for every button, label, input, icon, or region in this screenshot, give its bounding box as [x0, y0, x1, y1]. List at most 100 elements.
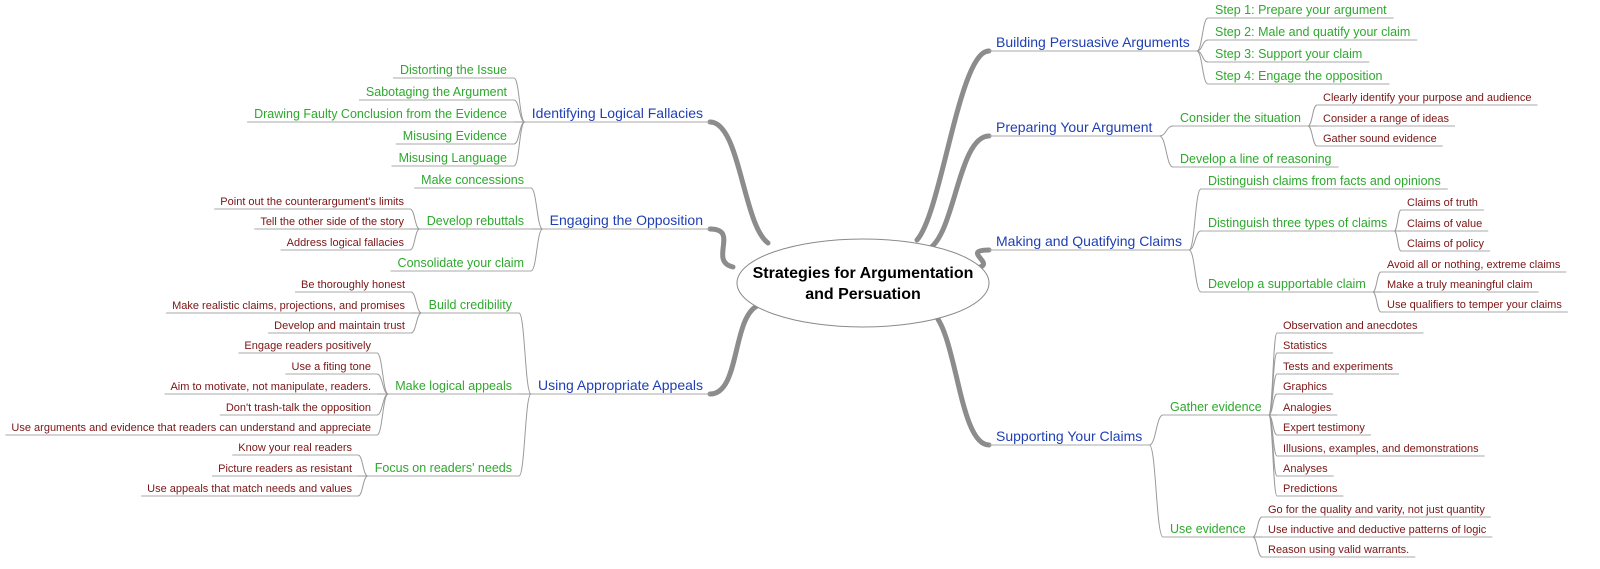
subtopic-develop-a-line-of-reasoning[interactable]: Develop a line of reasoning — [1173, 152, 1339, 168]
leaf-engage-readers-positively[interactable]: Engage readers positively — [238, 340, 377, 354]
subtopic-make-logical-appeals[interactable]: Make logical appeals — [388, 379, 519, 395]
leaf-make-a-truly-meaningful-claim[interactable]: Make a truly meaningful claim — [1381, 279, 1539, 293]
subtopic-use-evidence[interactable]: Use evidence — [1163, 522, 1253, 538]
leaf-tests-and-experiments[interactable]: Tests and experiments — [1277, 361, 1400, 375]
subtopic-step-2-male-and-quatify-your-claim[interactable]: Step 2: Male and quatify your claim — [1208, 25, 1418, 41]
leaf-tests-and-experiments-label: Tests and experiments — [1283, 361, 1394, 373]
subtopic-consolidate-your-claim[interactable]: Consolidate your claim — [390, 256, 531, 272]
subtopic-distinguish-three-types-of-claims[interactable]: Distinguish three types of claims — [1201, 216, 1395, 232]
leaf-use-inductive-and-deductive-patterns-of-logic-label: Use inductive and deductive patterns of … — [1268, 524, 1487, 536]
branch-using-appropriate-appeals-label: Using Appropriate Appeals — [538, 377, 703, 393]
connector-claims-of-truth — [1393, 209, 1402, 232]
branch-preparing-your-argument[interactable]: Preparing Your Argument — [989, 119, 1160, 137]
leaf-illusions-examples-and-demonstrations[interactable]: Illusions, examples, and demonstrations — [1277, 443, 1485, 457]
subtopic-step-3-support-your-claim[interactable]: Step 3: Support your claim — [1208, 47, 1370, 63]
leaf-don-t-trash-talk-the-opposition-label: Don't trash-talk the opposition — [226, 402, 371, 414]
leaf-don-t-trash-talk-the-opposition[interactable]: Don't trash-talk the opposition — [219, 402, 377, 416]
subtopic-step-1-prepare-your-argument[interactable]: Step 1: Prepare your argument — [1208, 3, 1394, 19]
subtopic-misusing-evidence[interactable]: Misusing Evidence — [395, 129, 514, 145]
branch-building-persuasive-arguments[interactable]: Building Persuasive Arguments — [989, 34, 1197, 52]
subtopic-gather-evidence[interactable]: Gather evidence — [1163, 400, 1269, 416]
branch-using-appropriate-appeals[interactable]: Using Appropriate Appeals — [531, 377, 710, 395]
leaf-use-inductive-and-deductive-patterns-of-logic[interactable]: Use inductive and deductive patterns of … — [1262, 524, 1493, 538]
leaf-make-realistic-claims-projections-and-promises[interactable]: Make realistic claims, projections, and … — [166, 300, 411, 314]
leaf-use-qualifiers-to-temper-your-claims[interactable]: Use qualifiers to temper your claims — [1381, 299, 1568, 313]
subtopic-consider-the-situation[interactable]: Consider the situation — [1173, 111, 1308, 127]
connector-make-concessions — [530, 187, 544, 230]
leaf-aim-to-motivate-not-manipulate-readers[interactable]: Aim to motivate, not manipulate, readers… — [164, 381, 377, 395]
trunk-supporting-your-claims — [929, 309, 992, 448]
leaf-use-arguments-and-evidence-that-readers-can-understand-and-appreciate[interactable]: Use arguments and evidence that readers … — [5, 422, 377, 436]
connector-reason-using-valid-warrants — [1252, 536, 1263, 558]
leaf-expert-testimony-label: Expert testimony — [1283, 422, 1365, 434]
leaf-claims-of-truth[interactable]: Claims of truth — [1401, 197, 1484, 211]
leaf-analogies[interactable]: Analogies — [1277, 402, 1338, 416]
leaf-picture-readers-as-resistant-label: Picture readers as resistant — [218, 463, 352, 475]
connector-sabotaging-the-argument — [513, 99, 526, 123]
connector-use-arguments-and-evidence-that-readers-can-understand-and-appreciate — [376, 393, 389, 436]
leaf-be-thoroughly-honest[interactable]: Be thoroughly honest — [295, 279, 411, 293]
leaf-graphics[interactable]: Graphics — [1277, 381, 1334, 395]
leaf-gather-sound-evidence[interactable]: Gather sound evidence — [1317, 133, 1443, 147]
connector-gather-sound-evidence — [1307, 125, 1318, 147]
connector-consider-the-situation — [1159, 125, 1174, 137]
leaf-claims-of-value[interactable]: Claims of value — [1401, 218, 1489, 232]
central-topic-ellipse — [736, 238, 990, 328]
subtopic-develop-a-line-of-reasoning-label: Develop a line of reasoning — [1180, 152, 1332, 166]
leaf-go-for-the-quality-and-varity-not-just-quantity[interactable]: Go for the quality and varity, not just … — [1262, 504, 1491, 518]
branch-making-and-quantifying-claims[interactable]: Making and Quatifying Claims — [989, 233, 1189, 251]
leaf-statistics[interactable]: Statistics — [1277, 340, 1334, 354]
connector-avoid-all-or-nothing-extreme-claims — [1372, 271, 1382, 293]
leaf-claims-of-policy[interactable]: Claims of policy — [1401, 238, 1491, 252]
subtopic-drawing-faulty-conclusion-from-the-evidence[interactable]: Drawing Faulty Conclusion from the Evide… — [247, 107, 514, 123]
subtopic-step-4-engage-the-opposition[interactable]: Step 4: Engage the opposition — [1208, 69, 1390, 85]
leaf-predictions-label: Predictions — [1283, 483, 1338, 495]
leaf-picture-readers-as-resistant[interactable]: Picture readers as resistant — [212, 463, 358, 477]
subtopic-distinguish-claims-from-facts-and-opinions-label: Distinguish claims from facts and opinio… — [1208, 174, 1441, 188]
central-topic-line-1: Strategies for Argumentation — [753, 265, 974, 282]
leaf-know-your-real-readers[interactable]: Know your real readers — [232, 442, 358, 456]
connector-use-qualifiers-to-temper-your-claims — [1372, 291, 1382, 313]
leaf-reason-using-valid-warrants-label: Reason using valid warrants. — [1268, 544, 1409, 556]
leaf-consider-a-range-of-ideas[interactable]: Consider a range of ideas — [1317, 113, 1455, 127]
subtopic-distorting-the-issue[interactable]: Distorting the Issue — [393, 63, 514, 79]
leaf-tell-the-other-side-of-the-story[interactable]: Tell the other side of the story — [254, 216, 410, 230]
leaf-clearly-identify-your-purpose-and-audience[interactable]: Clearly identify your purpose and audien… — [1317, 92, 1538, 106]
branch-preparing-your-argument-label: Preparing Your Argument — [996, 119, 1153, 135]
leaf-develop-and-maintain-trust[interactable]: Develop and maintain trust — [268, 320, 411, 334]
leaf-observation-and-anecdotes[interactable]: Observation and anecdotes — [1277, 320, 1424, 334]
leaf-point-out-the-counterargument-s-limits[interactable]: Point out the counterargument's limits — [214, 196, 410, 210]
leaf-reason-using-valid-warrants[interactable]: Reason using valid warrants. — [1262, 544, 1416, 558]
leaf-address-logical-fallacies[interactable]: Address logical fallacies — [280, 237, 410, 251]
subtopic-misusing-language[interactable]: Misusing Language — [391, 151, 514, 167]
subtopic-sabotaging-the-argument[interactable]: Sabotaging the Argument — [358, 85, 514, 101]
leaf-analyses-label: Analyses — [1283, 463, 1328, 475]
branch-engaging-the-opposition-label: Engaging the Opposition — [550, 212, 703, 228]
subtopic-build-credibility[interactable]: Build credibility — [421, 298, 519, 314]
subtopic-make-concessions-label: Make concessions — [421, 173, 524, 187]
central-topic[interactable]: Strategies for Argumentation and Persuat… — [736, 238, 990, 328]
branch-supporting-your-claims[interactable]: Supporting Your Claims — [989, 428, 1150, 446]
trunk-inner-identifying-logical-fallacies — [708, 120, 770, 245]
subtopic-make-concessions[interactable]: Make concessions — [414, 173, 531, 189]
branch-engaging-the-opposition[interactable]: Engaging the Opposition — [542, 212, 710, 230]
leaf-expert-testimony[interactable]: Expert testimony — [1277, 422, 1371, 436]
leaf-use-appeals-that-match-needs-and-values[interactable]: Use appeals that match needs and values — [141, 483, 358, 497]
leaf-analyses[interactable]: Analyses — [1277, 463, 1334, 477]
branch-identifying-logical-fallacies[interactable]: Identifying Logical Fallacies — [524, 105, 710, 123]
connector-distorting-the-issue — [513, 77, 526, 123]
branch-building-persuasive-arguments-label: Building Persuasive Arguments — [996, 34, 1190, 50]
subtopic-distinguish-claims-from-facts-and-opinions[interactable]: Distinguish claims from facts and opinio… — [1201, 174, 1448, 190]
branch-supporting-your-claims-label: Supporting Your Claims — [996, 428, 1142, 444]
trunk-inner-engaging-the-opposition — [708, 227, 735, 269]
leaf-use-a-fiting-tone[interactable]: Use a fiting tone — [285, 361, 378, 375]
leaf-predictions[interactable]: Predictions — [1277, 483, 1344, 497]
subtopic-make-logical-appeals-label: Make logical appeals — [395, 379, 512, 393]
subtopic-develop-rebuttals[interactable]: Develop rebuttals — [419, 214, 531, 230]
leaf-use-qualifiers-to-temper-your-claims-label: Use qualifiers to temper your claims — [1387, 299, 1562, 311]
subtopic-focus-on-readers-needs[interactable]: Focus on readers' needs — [367, 461, 519, 477]
leaf-engage-readers-positively-label: Engage readers positively — [244, 340, 371, 352]
subtopic-develop-a-supportable-claim[interactable]: Develop a supportable claim — [1201, 277, 1373, 293]
leaf-avoid-all-or-nothing-extreme-claims[interactable]: Avoid all or nothing, extreme claims — [1381, 259, 1567, 273]
connector-know-your-real-readers — [357, 454, 369, 477]
